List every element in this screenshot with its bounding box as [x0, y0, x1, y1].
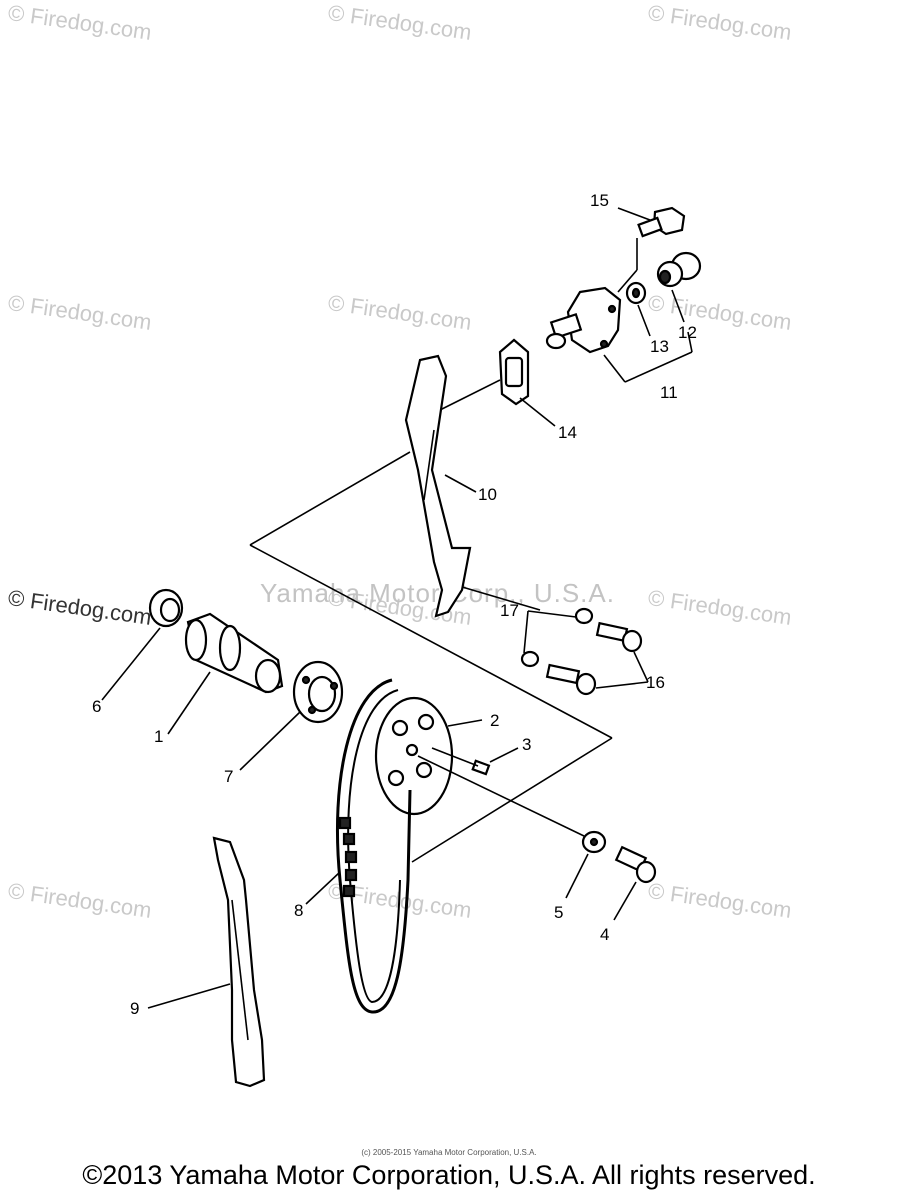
label-3: 3 [522, 735, 531, 754]
part-6-bearing [101, 588, 184, 701]
label-14: 14 [558, 423, 577, 442]
label-10: 10 [478, 485, 497, 504]
label-4: 4 [600, 925, 609, 944]
center-watermark: Yamaha Motor Corp., U.S.A. [260, 578, 615, 608]
part-9-chain-guide [147, 836, 266, 1088]
part-3-pin [431, 747, 519, 776]
part-13-washer [625, 281, 651, 337]
assembly-outline [249, 451, 613, 863]
copyright-footer: ©2013 Yamaha Motor Corporation, U.S.A. A… [82, 1160, 816, 1190]
part-14-gasket [439, 338, 556, 427]
small-copyright: (c) 2005-2015 Yamaha Motor Corporation, … [361, 1148, 537, 1157]
label-17: 17 [500, 601, 519, 620]
part-12-cap-bolt [656, 251, 702, 323]
label-2: 2 [490, 711, 499, 730]
label-12: 12 [678, 323, 697, 342]
part-5-washer [417, 755, 607, 899]
part-15-bolt [617, 206, 686, 293]
part-11-tensioner [545, 286, 693, 383]
part-2-sprocket [374, 696, 483, 816]
label-6: 6 [92, 697, 101, 716]
part-8-timing-chain [305, 678, 412, 1014]
label-1: 1 [154, 727, 163, 746]
label-9: 9 [130, 999, 139, 1018]
part-4-bolt [613, 845, 657, 921]
label-13: 13 [650, 337, 669, 356]
label-5: 5 [554, 903, 563, 922]
label-7: 7 [224, 767, 233, 786]
label-15: 15 [590, 191, 609, 210]
part-1-camshaft [167, 612, 284, 735]
label-11: 11 [660, 383, 678, 402]
label-8: 8 [294, 901, 303, 920]
part-16-bolts [545, 621, 649, 696]
part-7-bearing [239, 660, 344, 771]
part-17-washers [520, 607, 594, 668]
label-16: 16 [646, 673, 665, 692]
part-10-chain-guide [404, 354, 477, 618]
